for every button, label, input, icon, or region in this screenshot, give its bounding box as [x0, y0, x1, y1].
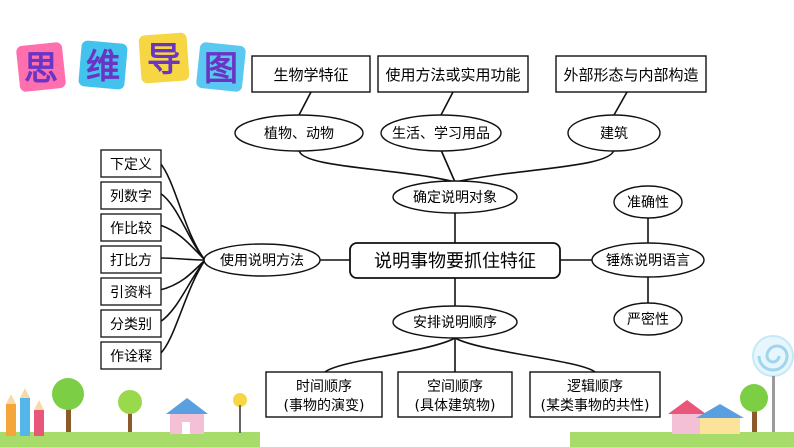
- central-node-label: 说明事物要抓住特征: [374, 251, 536, 272]
- oval-buildings: 建筑: [567, 114, 661, 152]
- title-char-4: 图: [204, 49, 238, 89]
- title-tile-3: 导: [138, 32, 190, 84]
- oval-determine-object-label: 确定说明对象: [413, 190, 497, 206]
- object-detail-boxes: 生物学特征 使用方法或实用功能 外部形态与内部构造: [251, 55, 707, 93]
- pencil-icon: [6, 388, 44, 436]
- connectors: [159, 91, 649, 373]
- method-box-citation: 引资料: [100, 277, 162, 306]
- decor-bottom-left: [0, 378, 260, 447]
- title-tile-1: 思: [16, 42, 66, 92]
- method-box-classification: 分类别: [100, 309, 162, 338]
- method-label-comparison: 作比较: [110, 221, 152, 237]
- method-label-citation: 引资料: [110, 285, 152, 301]
- method-box-explanation: 作诠释: [100, 341, 162, 370]
- oval-language-label: 锤炼说明语言: [606, 253, 690, 269]
- oval-plants-animals: 植物、动物: [234, 114, 364, 152]
- oval-methods-label: 使用说明方法: [220, 252, 304, 269]
- pinwheel-icon: [233, 393, 247, 433]
- order-space-line2: (具体建筑物): [415, 398, 496, 414]
- title-tile-4: 图: [196, 42, 246, 92]
- method-label-classification: 分类别: [110, 317, 152, 333]
- swirl-lollipop-icon: [752, 335, 794, 432]
- box-biology-label: 生物学特征: [273, 66, 348, 84]
- tree-icon: [52, 378, 142, 432]
- order-boxes: 时间顺序 (事物的演变) 空间顺序 (具体建筑物) 逻辑顺序 (某类事物的共性): [265, 371, 661, 418]
- method-label-explanation: 作诠释: [110, 349, 152, 365]
- oval-plants-animals-label: 植物、动物: [264, 126, 334, 142]
- order-time-line1: 时间顺序: [296, 379, 352, 395]
- decor-bottom-right: [570, 335, 794, 447]
- oval-accuracy-label: 准确性: [627, 195, 669, 211]
- oval-order: 安排说明顺序: [392, 305, 518, 339]
- title-char-2: 维: [86, 47, 120, 87]
- oval-language: 锤炼说明语言: [591, 242, 705, 278]
- order-logic-line2: (某类事物的共性): [541, 398, 650, 414]
- oval-order-label: 安排说明顺序: [413, 315, 497, 331]
- order-logic-line1: 逻辑顺序: [567, 379, 623, 395]
- order-box-logic: 逻辑顺序 (某类事物的共性): [529, 371, 661, 418]
- central-node: 说明事物要抓住特征: [349, 242, 561, 279]
- method-label-definition: 下定义: [110, 157, 152, 173]
- title-char-1: 思: [24, 49, 58, 89]
- box-usage-label: 使用方法或实用功能: [385, 66, 520, 84]
- house-icon: [166, 398, 208, 434]
- method-box-definition: 下定义: [100, 149, 162, 178]
- oval-daily-items-label: 生活、学习用品: [392, 126, 490, 142]
- method-box-comparison: 作比较: [100, 213, 162, 242]
- oval-rigor-label: 严密性: [627, 311, 669, 328]
- oval-accuracy: 准确性: [613, 185, 683, 219]
- oval-determine-object: 确定说明对象: [392, 180, 518, 214]
- box-structure-label: 外部形态与内部构造: [563, 66, 698, 84]
- tree-icon: [740, 384, 768, 432]
- house-icon: [668, 400, 744, 434]
- oval-daily-items: 生活、学习用品: [380, 114, 502, 152]
- method-box-analogy: 打比方: [100, 245, 162, 274]
- title-tile-2: 维: [78, 40, 128, 90]
- title-banner: 思 维 导 图: [16, 32, 246, 92]
- order-box-time: 时间顺序 (事物的演变): [265, 371, 383, 418]
- method-box-numbers: 列数字: [100, 181, 162, 210]
- box-biology: 生物学特征: [251, 55, 371, 93]
- oval-rigor: 严密性: [613, 302, 683, 336]
- box-usage: 使用方法或实用功能: [377, 55, 529, 93]
- title-char-3: 导: [147, 40, 181, 80]
- oval-buildings-label: 建筑: [600, 126, 628, 142]
- oval-methods: 使用说明方法: [203, 243, 321, 277]
- order-time-line2: (事物的演变): [284, 398, 365, 414]
- object-category-ovals: 植物、动物 生活、学习用品 建筑 确定说明对象 使用说明方法 锤炼说明语言 准确…: [203, 114, 705, 339]
- order-space-line1: 空间顺序: [427, 379, 483, 395]
- method-label-analogy: 打比方: [110, 252, 152, 269]
- method-label-numbers: 列数字: [110, 189, 152, 205]
- method-boxes: 下定义 列数字 作比较 打比方 引资料 分类别 作诠释: [100, 149, 162, 370]
- box-structure: 外部形态与内部构造: [555, 55, 707, 93]
- order-box-space: 空间顺序 (具体建筑物): [397, 371, 513, 418]
